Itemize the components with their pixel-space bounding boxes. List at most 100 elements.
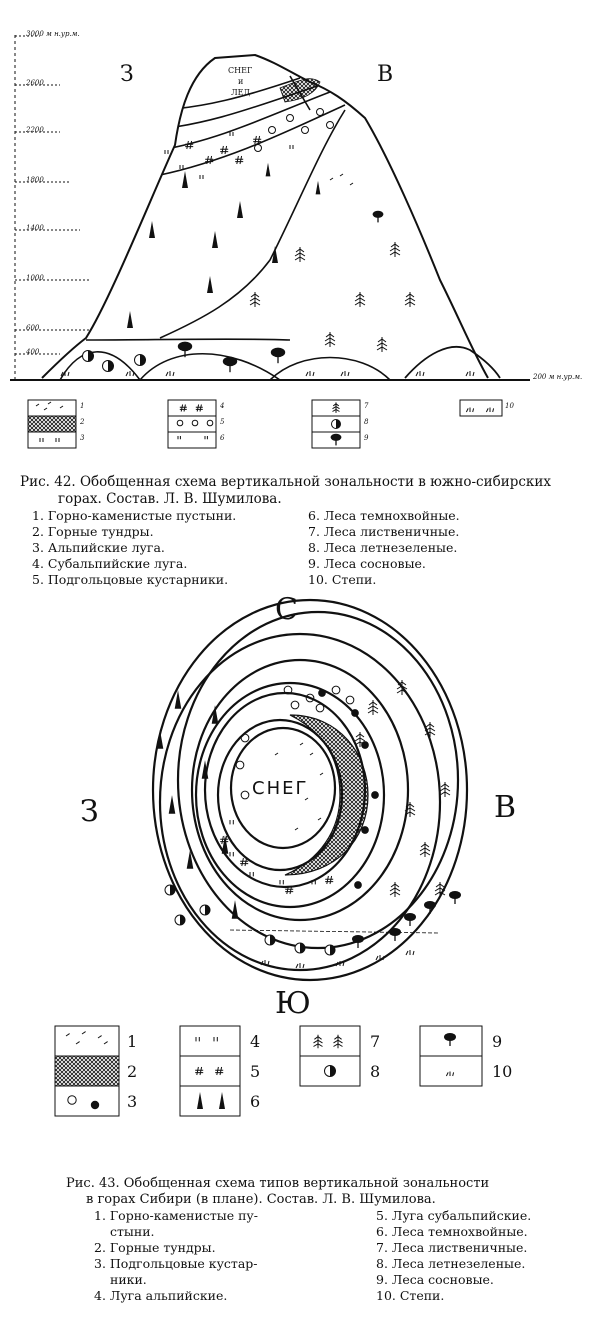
steppe-grass-icon <box>465 407 475 413</box>
larch-tree-icon <box>294 247 306 262</box>
list-item: 1. Горно-каменистые пустыни. <box>32 508 237 523</box>
alt-label-1000: 1000 <box>26 274 44 282</box>
rock-mark-icon <box>319 772 324 776</box>
shrub-icon <box>235 155 244 165</box>
open-circle-icon <box>286 114 294 122</box>
filled-circle-icon <box>351 709 359 717</box>
caption-42-line1: Рис. 42. Обобщенная схема вертикальной з… <box>20 474 551 490</box>
meadow-mark-icon <box>213 1037 218 1042</box>
fir-tree-icon <box>212 231 218 248</box>
fir-tree-icon <box>265 162 271 177</box>
legend-43-key-2: 2 <box>127 1062 138 1081</box>
deciduous-half <box>336 419 341 429</box>
fir-tree-icon <box>211 705 219 724</box>
meadow-mark-icon <box>55 438 60 442</box>
open-circle-icon <box>240 790 250 800</box>
larch-tree-icon <box>332 402 340 413</box>
list-item: 9. Леса сосновые. <box>308 556 426 571</box>
filled-circle-icon <box>90 1100 100 1110</box>
fir-tree-icon <box>219 1092 225 1109</box>
fir-tree-icon <box>127 311 133 328</box>
shrub-icon <box>220 145 229 155</box>
legend-42-key-3: 3 <box>80 434 85 442</box>
larch-tree-icon <box>434 882 446 897</box>
open-circle-icon <box>254 144 262 152</box>
rock-mark-icon <box>274 752 279 756</box>
open-circle-icon <box>301 126 309 134</box>
list-item: 8. Леса летнезеленые. <box>376 1256 526 1271</box>
legend-43-key-1: 1 <box>127 1032 138 1051</box>
larch-tree-icon <box>389 882 401 897</box>
legend-42-list-right: 6. Леса темнохвойные. 7. Леса лиственичн… <box>308 508 460 588</box>
legend-43-key-5: 5 <box>250 1062 261 1081</box>
shrub-icon <box>253 135 262 145</box>
meadow-mark-icon <box>279 880 284 885</box>
alt-label-2200: 2200 <box>26 126 44 134</box>
west-label-42: З <box>120 62 134 87</box>
rock-mark-icon <box>339 173 344 177</box>
steppe-grass-icon <box>445 1071 455 1077</box>
east-label-43: В <box>494 790 517 825</box>
rock-mark-icon <box>47 401 52 405</box>
shrub-icon <box>179 404 187 412</box>
base-altitude-label: 200 м н.ур.м. <box>533 373 583 381</box>
open-circle-icon <box>315 703 325 713</box>
south-label: Ю <box>275 986 311 1021</box>
list-item: 2. Горные тундры. <box>94 1240 216 1255</box>
steppe-grass-icon <box>260 960 270 966</box>
meadow-mark-icon <box>204 436 208 440</box>
pine-tree-icon <box>270 347 286 358</box>
shrub-icon <box>240 857 249 867</box>
legend-43-list-left: 1. Горно-каменистые пу- стыни. 2. Горные… <box>94 1208 258 1304</box>
list-item: 7. Леса лиственичные. <box>308 524 460 539</box>
meadow-mark-icon <box>229 820 234 825</box>
larch-tree-icon <box>424 722 436 737</box>
larch-tree-icon <box>313 1034 323 1049</box>
list-item: 6. Леса темнохвойные. <box>376 1224 528 1239</box>
larch-tree-icon <box>333 1034 343 1049</box>
meadow-mark-icon <box>164 150 169 154</box>
list-item: 7. Леса лиственичные. <box>376 1240 528 1255</box>
filled-circle-icon <box>371 791 379 799</box>
open-circle-icon <box>331 685 341 695</box>
meadow-mark-icon <box>199 175 204 179</box>
shrub-icon <box>215 1066 224 1076</box>
shrub-icon <box>205 155 214 165</box>
open-circle-icon <box>67 1095 77 1105</box>
legend-42-key-10: 10 <box>505 402 514 410</box>
steppe-grass-icon <box>405 950 415 956</box>
fir-tree-icon <box>315 180 321 195</box>
deciduous-half <box>330 945 335 955</box>
filled-circle-icon <box>354 881 362 889</box>
legend-43-symbols <box>65 1031 456 1110</box>
fir-tree-icon <box>197 1092 203 1109</box>
figure-42: 3000 м н.ур.м. 2600 2200 1800 1400 1000 … <box>0 0 600 470</box>
fir-tree-icon <box>237 201 243 218</box>
list-item: 10. Степи. <box>376 1288 445 1303</box>
deciduous-half <box>270 935 275 945</box>
legend-42-key-8: 8 <box>364 418 369 426</box>
legend-43-key-4: 4 <box>250 1032 261 1051</box>
meadow-mark-icon <box>229 132 234 136</box>
larch-tree-icon <box>367 700 379 715</box>
list-item: стыни. <box>110 1224 155 1239</box>
plan-vegetation-symbols <box>156 680 461 969</box>
legend-43-key-6: 6 <box>250 1092 261 1111</box>
rock-mark-icon <box>103 1041 108 1045</box>
rock-mark-icon <box>317 817 322 821</box>
rock-mark-icon <box>43 407 48 411</box>
profile-diagram <box>10 35 530 449</box>
plan-rings <box>151 598 469 982</box>
open-circle-icon <box>268 126 276 134</box>
steppe-grass-icon <box>305 371 315 377</box>
legend-43-list-right: 5. Луга субальпийские. 6. Леса темнохвой… <box>376 1208 531 1304</box>
shrub-icon <box>195 404 203 412</box>
fir-tree-icon <box>174 690 182 709</box>
larch-tree-icon <box>404 802 416 817</box>
pine-tree-icon <box>424 901 436 909</box>
alt-label-600: 600 <box>26 324 40 332</box>
west-label-43: З <box>80 794 99 829</box>
open-circle-icon <box>316 108 324 116</box>
list-item: 1. Горно-каменистые пу- <box>94 1208 258 1223</box>
legend-42-key-9: 9 <box>364 434 369 442</box>
